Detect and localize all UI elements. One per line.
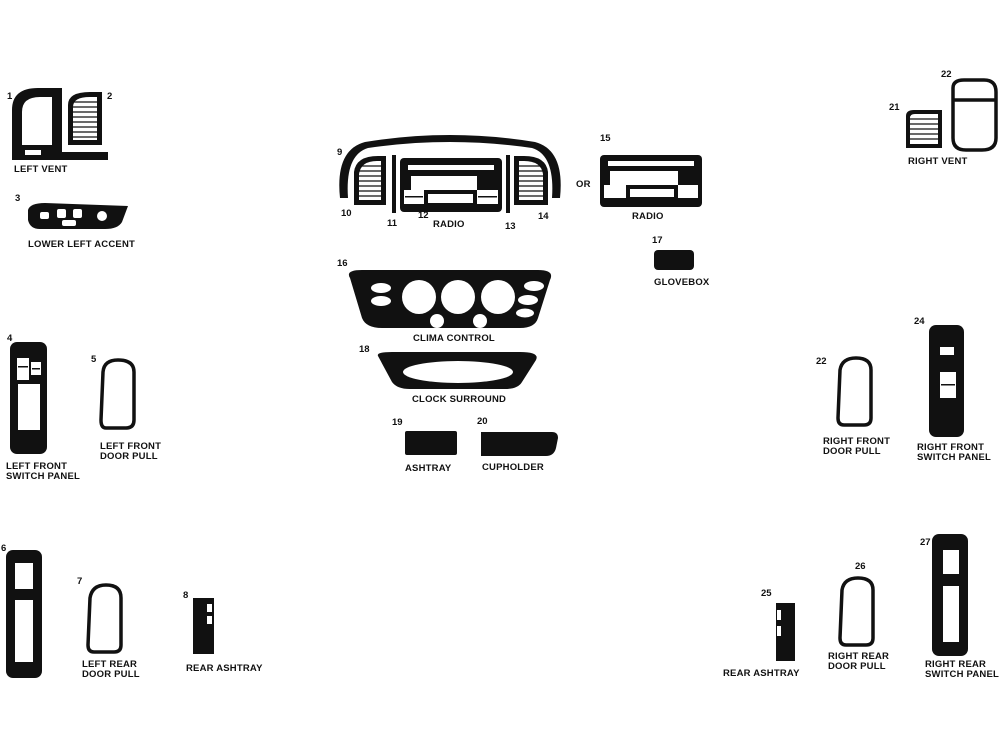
label-right-front-switch-panel: RIGHT FRONT SWITCH PANEL bbox=[917, 442, 991, 463]
part-20-cupholder bbox=[481, 432, 558, 456]
label-clock-surround: CLOCK SURROUND bbox=[412, 394, 507, 405]
part-number-14: 14 bbox=[538, 211, 549, 222]
part-number-15: 15 bbox=[600, 133, 611, 144]
part-24-right-front-switch-panel bbox=[929, 325, 964, 437]
part-27-right-rear-switch-panel bbox=[932, 534, 968, 656]
part-10-radio-vent-left bbox=[354, 156, 386, 205]
part-number-2: 2 bbox=[107, 91, 113, 102]
label-left-rear-door-pull: LEFT REAR DOOR PULL bbox=[82, 659, 140, 680]
part-number-24: 24 bbox=[914, 316, 925, 327]
label-or: OR bbox=[576, 179, 591, 190]
label-clima-control: CLIMA CONTROL bbox=[413, 333, 495, 344]
label-right-rear-door-pull: RIGHT REAR DOOR PULL bbox=[828, 651, 890, 672]
part-number-21: 21 bbox=[889, 102, 900, 113]
part-number-1: 1 bbox=[7, 91, 13, 102]
label-left-front-switch-panel: LEFT FRONT SWITCH PANEL bbox=[6, 461, 80, 482]
part-number-25: 25 bbox=[761, 588, 772, 599]
label-right-rear-switch-panel: RIGHT REAR SWITCH PANEL bbox=[925, 659, 999, 680]
part-21-right-vent-louver bbox=[906, 110, 942, 148]
part-25-rear-ashtray-right bbox=[776, 603, 795, 661]
part-12-radio-faceplate bbox=[400, 158, 502, 212]
part-22-right-front-door-pull bbox=[836, 356, 873, 427]
part-7-left-rear-door-pull bbox=[86, 583, 123, 654]
part-number-20: 20 bbox=[477, 416, 488, 427]
part-number-13: 13 bbox=[505, 221, 516, 232]
part-15-radio-alt bbox=[600, 155, 702, 207]
part-number-12: 12 bbox=[418, 210, 429, 221]
part-8-rear-ashtray-left bbox=[193, 598, 214, 654]
label-ashtray: ASHTRAY bbox=[405, 463, 452, 474]
part-4-left-front-switch-panel bbox=[10, 342, 47, 454]
part-22-right-vent-frame bbox=[951, 78, 998, 152]
part-number-26: 26 bbox=[855, 561, 866, 572]
part-6-left-rear-switch-panel bbox=[6, 550, 42, 678]
part-number-16: 16 bbox=[337, 258, 348, 269]
part-5-left-front-door-pull bbox=[99, 358, 136, 430]
part-17-glovebox bbox=[654, 250, 694, 270]
label-rear-ashtray-right: REAR ASHTRAY bbox=[723, 668, 800, 679]
label-lower-left-accent: LOWER LEFT ACCENT bbox=[28, 239, 136, 250]
part-11-radio-strip-left bbox=[392, 155, 396, 213]
part-number-18: 18 bbox=[359, 344, 370, 355]
part-3-lower-left-accent bbox=[28, 203, 128, 229]
label-left-vent: LEFT VENT bbox=[14, 164, 68, 175]
part-number-11: 11 bbox=[387, 218, 398, 229]
part-number-22-vent: 22 bbox=[941, 69, 952, 80]
part-number-7: 7 bbox=[77, 576, 83, 587]
label-radio-alt: RADIO bbox=[632, 211, 664, 222]
part-2-left-vent-louver bbox=[68, 92, 102, 145]
part-number-22-door-pull: 22 bbox=[816, 356, 827, 367]
part-number-4: 4 bbox=[7, 333, 13, 344]
part-16-clima-control bbox=[348, 270, 552, 328]
label-radio: RADIO bbox=[433, 219, 465, 230]
part-14-radio-vent-right bbox=[514, 156, 548, 205]
part-number-17: 17 bbox=[652, 235, 663, 246]
part-number-10: 10 bbox=[341, 208, 352, 219]
part-18-clock-surround bbox=[377, 352, 537, 389]
label-glovebox: GLOVEBOX bbox=[654, 277, 710, 288]
label-right-front-door-pull: RIGHT FRONT DOOR PULL bbox=[823, 436, 891, 457]
part-number-9: 9 bbox=[337, 147, 343, 158]
part-number-8: 8 bbox=[183, 590, 189, 601]
label-rear-ashtray-left: REAR ASHTRAY bbox=[186, 663, 263, 674]
part-number-6: 6 bbox=[1, 543, 7, 554]
label-left-front-door-pull: LEFT FRONT DOOR PULL bbox=[100, 441, 162, 462]
part-number-3: 3 bbox=[15, 193, 21, 204]
part-1-left-vent-frame bbox=[12, 88, 108, 160]
part-13-radio-strip-right bbox=[506, 155, 510, 213]
part-19-ashtray bbox=[405, 431, 457, 455]
part-number-27: 27 bbox=[920, 537, 931, 548]
part-number-19: 19 bbox=[392, 417, 403, 428]
part-number-5: 5 bbox=[91, 354, 97, 365]
label-cupholder: CUPHOLDER bbox=[482, 462, 544, 473]
part-26-right-rear-door-pull bbox=[838, 576, 875, 647]
label-right-vent: RIGHT VENT bbox=[908, 156, 968, 167]
